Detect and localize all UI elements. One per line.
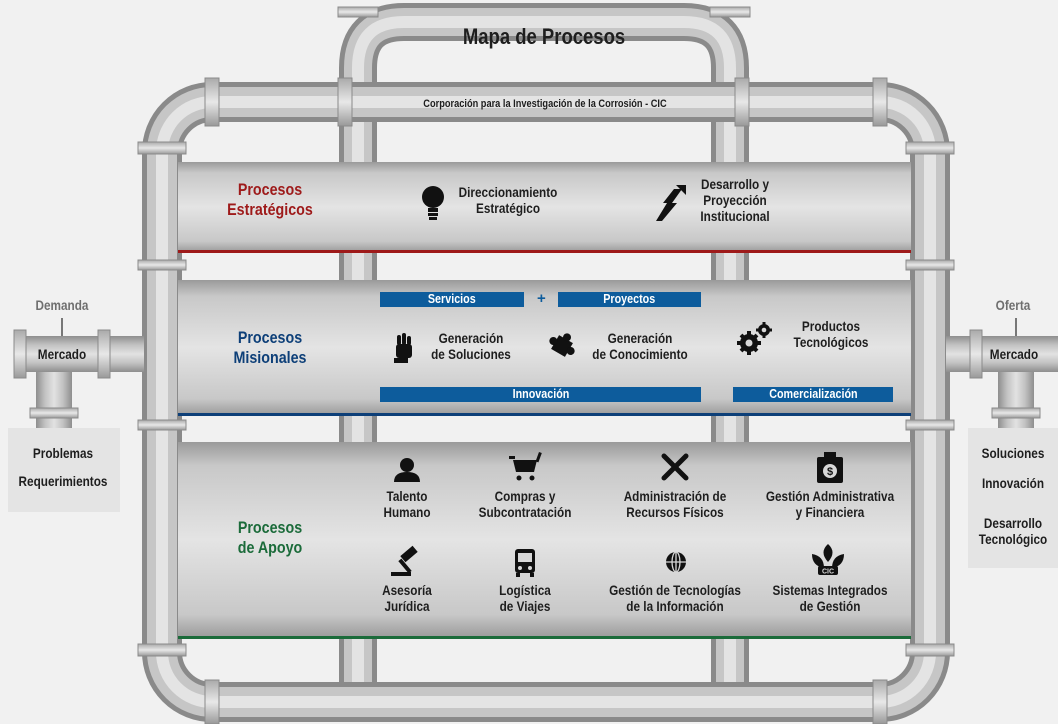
support-item-5: Asesoría Jurídica bbox=[382, 582, 432, 615]
missional-item-2: Generación de Conocimiento bbox=[592, 330, 688, 363]
lightbulb-icon bbox=[422, 186, 444, 220]
pipe-flanges bbox=[137, 6, 955, 724]
gavel-icon bbox=[391, 545, 418, 576]
support-divider bbox=[178, 636, 911, 639]
support-item-8: Sistemas Integrados de Gestión bbox=[772, 582, 888, 615]
support-item-4: Gestión Administrativa y Financiera bbox=[765, 488, 895, 521]
support-item-6: Logística de Viajes bbox=[499, 582, 551, 615]
servicios-bar: Servicios bbox=[380, 292, 524, 307]
outer-frame-pipe bbox=[142, 82, 950, 722]
support-band bbox=[178, 442, 911, 638]
strategic-divider bbox=[178, 250, 911, 253]
strategic-band bbox=[178, 162, 911, 252]
comercializacion-bar: Comercialización bbox=[733, 387, 893, 402]
diagram-subtitle: Corporación para la Investigación de la … bbox=[423, 98, 667, 110]
money-bag-icon: $ bbox=[817, 452, 843, 483]
support-item-7: Gestión de Tecnologías de la Información bbox=[609, 582, 741, 615]
person-icon bbox=[394, 458, 420, 482]
strategic-item-1: Direccionamiento Estratégico bbox=[458, 184, 558, 217]
left-top-label: Demanda bbox=[35, 297, 89, 313]
left-box-line-2: Requerimientos bbox=[18, 473, 108, 489]
hand-icon bbox=[394, 333, 412, 363]
strategic-item-2: Desarrollo y Proyección Institucional bbox=[700, 176, 770, 225]
left-connector-pipe bbox=[13, 318, 144, 428]
proyectos-bar: Proyectos bbox=[558, 292, 701, 307]
globe-icon bbox=[666, 551, 686, 573]
right-connector-pipe bbox=[946, 318, 1058, 428]
right-top-label: Oferta bbox=[995, 297, 1031, 313]
svg-text:$: $ bbox=[827, 466, 833, 478]
diagram-title: Mapa de Procesos bbox=[462, 24, 626, 49]
missional-label: Procesos Misionales bbox=[233, 328, 307, 368]
missional-divider bbox=[178, 413, 911, 416]
missional-item-3: Productos Tecnológicos bbox=[793, 318, 869, 351]
support-item-3: Administración de Recursos Físicos bbox=[623, 488, 727, 521]
plus-sign: + bbox=[537, 290, 546, 307]
lightning-arrow-icon bbox=[656, 185, 686, 221]
left-valve-label: Mercado bbox=[37, 346, 87, 362]
innovacion-bar: Innovación bbox=[380, 387, 701, 402]
top-arch-pipe bbox=[339, 3, 749, 720]
support-label: Procesos de Apoyo bbox=[237, 518, 303, 558]
right-valve-label: Mercado bbox=[989, 346, 1039, 362]
gears-icon bbox=[737, 322, 772, 355]
shopping-cart-icon bbox=[509, 452, 542, 481]
missional-item-1: Generación de Soluciones bbox=[431, 330, 511, 363]
bus-icon bbox=[515, 549, 535, 577]
cic-emblem-icon: CIC bbox=[812, 544, 844, 576]
svg-text:CIC: CIC bbox=[822, 569, 834, 576]
right-box-line-2: Innovación bbox=[981, 475, 1045, 491]
tools-icon bbox=[661, 453, 689, 481]
right-info-box bbox=[968, 428, 1058, 568]
strategic-label: Procesos Estratégicos bbox=[227, 180, 313, 220]
left-box-line-1: Problemas bbox=[32, 445, 94, 461]
support-item-1: Talento Humano bbox=[383, 488, 431, 521]
support-item-2: Compras y Subcontratación bbox=[478, 488, 572, 521]
left-info-box bbox=[8, 428, 120, 512]
puzzle-icon bbox=[549, 333, 575, 357]
right-box-line-1: Soluciones bbox=[981, 445, 1045, 461]
right-box-line-3: Desarrollo Tecnológico bbox=[978, 515, 1048, 548]
